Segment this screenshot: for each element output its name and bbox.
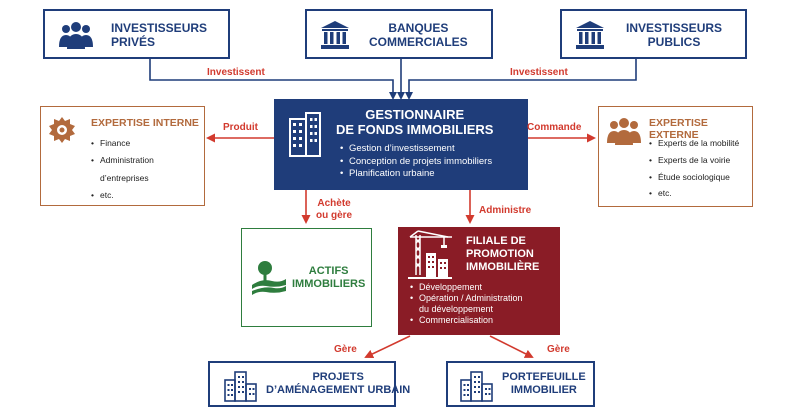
- list-item: Gestion d’investissement: [340, 143, 492, 156]
- label-invest-right: Investissent: [510, 67, 568, 78]
- real-estate-assets-box: ACTIFS IMMOBILIERS: [241, 228, 372, 327]
- real-estate-assets-title: ACTIFS IMMOBILIERS: [292, 265, 366, 290]
- public-investors-box: INVESTISSEURS PUBLICS: [560, 9, 747, 59]
- fund-manager-box: GESTIONNAIRE DE FONDS IMMOBILIERS Gestio…: [274, 99, 528, 190]
- label-produit: Produit: [223, 122, 258, 133]
- label-gere-right: Gère: [547, 344, 570, 355]
- bank-icon: [576, 21, 604, 49]
- list-item: Experts de la mobilité: [649, 135, 739, 152]
- external-expertise-box: EXPERTISE EXTERNE Experts de la mobilité…: [598, 106, 753, 207]
- gear-icon: [49, 117, 75, 143]
- urban-projects-box: PROJETS D’AMÉNAGEMENT URBAIN: [208, 361, 410, 407]
- list-item: Experts de la voirie: [649, 152, 739, 169]
- list-item: Étude sociologique: [649, 169, 739, 186]
- subsidiary-list: Développement Opération / Administration…: [410, 282, 523, 326]
- real-estate-portfolio-box: PORTEFEUILLE IMMOBILIER: [446, 361, 595, 407]
- arrow-private-to-manager: [149, 58, 397, 100]
- landscape-tree-icon: [252, 261, 286, 295]
- private-investors-box: INVESTISSEURS PRIVÉS: [43, 9, 230, 59]
- list-item: Commercialisation: [410, 315, 523, 326]
- list-item: Développement: [410, 282, 523, 293]
- subsidiary-box: FILIALE DE PROMOTION IMMOBILIÈRE Dévelop…: [398, 227, 560, 335]
- label-administre: Administre: [479, 205, 532, 216]
- bank-icon: [321, 21, 349, 49]
- crane-building-icon: [408, 230, 452, 279]
- internal-expertise-list: Finance Administration d’entreprises etc…: [91, 135, 204, 205]
- label-commande: Commande: [527, 122, 582, 133]
- list-item: Planification urbaine: [340, 168, 492, 181]
- people-icon: [607, 118, 641, 145]
- arrow-gere-right: [489, 335, 534, 358]
- fund-manager-list: Gestion d’investissement Conception de p…: [340, 143, 492, 181]
- list-item: Opération / Administration du développem…: [410, 293, 523, 315]
- private-investors-title: INVESTISSEURS PRIVÉS: [111, 21, 208, 50]
- commercial-banks-box: BANQUES COMMERCIALES: [305, 9, 493, 59]
- internal-expertise-title: EXPERTISE INTERNE: [91, 117, 199, 129]
- internal-expertise-box: EXPERTISE INTERNE Finance Administration…: [40, 106, 205, 206]
- label-invest-left: Investissent: [207, 67, 265, 78]
- office-building-icon: [289, 112, 321, 157]
- commercial-banks-title: BANQUES COMMERCIALES: [369, 21, 468, 50]
- external-expertise-list: Experts de la mobilité Experts de la voi…: [649, 135, 739, 202]
- people-icon: [59, 22, 93, 49]
- list-item: Finance: [91, 135, 204, 153]
- subsidiary-title: FILIALE DE PROMOTION IMMOBILIÈRE: [466, 235, 540, 274]
- arrow-gere-left: [364, 335, 411, 359]
- list-item: Conception de projets immobiliers: [340, 156, 492, 169]
- list-item: etc.: [91, 187, 204, 205]
- list-item: etc.: [649, 185, 739, 202]
- urban-projects-title: PROJETS D’AMÉNAGEMENT URBAIN: [266, 371, 411, 396]
- arrow-public-to-manager: [405, 58, 637, 100]
- city-buildings-icon: [460, 371, 493, 402]
- label-achete: Achète ou gère: [316, 198, 353, 221]
- list-item: Administration d’entreprises: [91, 152, 204, 187]
- public-investors-title: INVESTISSEURS PUBLICS: [626, 21, 723, 50]
- real-estate-portfolio-title: PORTEFEUILLE IMMOBILIER: [502, 371, 586, 396]
- fund-manager-title: GESTIONNAIRE DE FONDS IMMOBILIERS: [336, 107, 494, 138]
- label-gere-left: Gère: [334, 344, 357, 355]
- city-buildings-icon: [224, 371, 257, 402]
